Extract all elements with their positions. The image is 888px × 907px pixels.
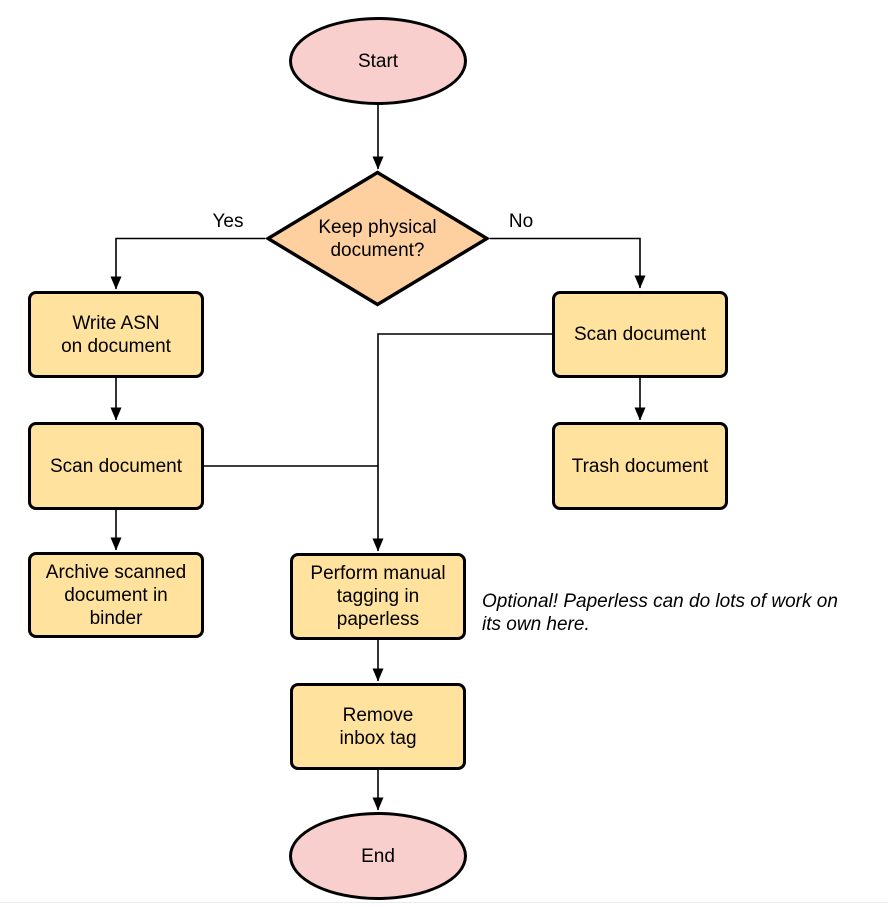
node-archive-binder: Archive scanned document in binder: [28, 552, 204, 638]
node-scan-document-left-label: Scan document: [49, 455, 183, 477]
node-start-label: Start: [357, 50, 399, 72]
decision-diamond-shape: [265, 170, 490, 307]
node-write-asn-label: Write ASN on document: [61, 312, 171, 357]
node-start: Start: [289, 17, 467, 105]
node-decision: Keep physical document?: [265, 170, 490, 307]
node-write-asn: Write ASN on document: [28, 291, 204, 378]
node-end: End: [289, 812, 467, 900]
edge-scan-right-to-tagging: [372, 333, 552, 552]
node-trash-document: Trash document: [552, 422, 728, 510]
edge-label-no: No: [508, 211, 534, 232]
edge-decision-yes-to-write-asn: [110, 237, 265, 290]
node-scan-document-right: Scan document: [552, 291, 728, 378]
node-archive-binder-label: Archive scanned document in binder: [45, 561, 187, 629]
bottom-divider: [0, 902, 888, 903]
node-scan-document-right-label: Scan document: [573, 324, 707, 345]
node-manual-tagging: Perform manual tagging in paperless: [290, 553, 466, 640]
node-remove-inbox-tag: Remove inbox tag: [290, 683, 466, 770]
edge-label-yes: Yes: [212, 211, 244, 232]
node-remove-inbox-tag-label: Remove inbox tag: [339, 704, 417, 749]
node-manual-tagging-label: Perform manual tagging in paperless: [310, 563, 446, 630]
node-decision-label: Keep physical document?: [318, 216, 437, 261]
node-scan-document-left: Scan document: [28, 422, 204, 510]
node-end-label: End: [361, 845, 395, 867]
optional-note: Optional! Paperless can do lots of work …: [482, 591, 838, 635]
node-trash-document-label: Trash document: [571, 455, 709, 477]
edge-decision-no-to-scan-right: [490, 237, 646, 289]
